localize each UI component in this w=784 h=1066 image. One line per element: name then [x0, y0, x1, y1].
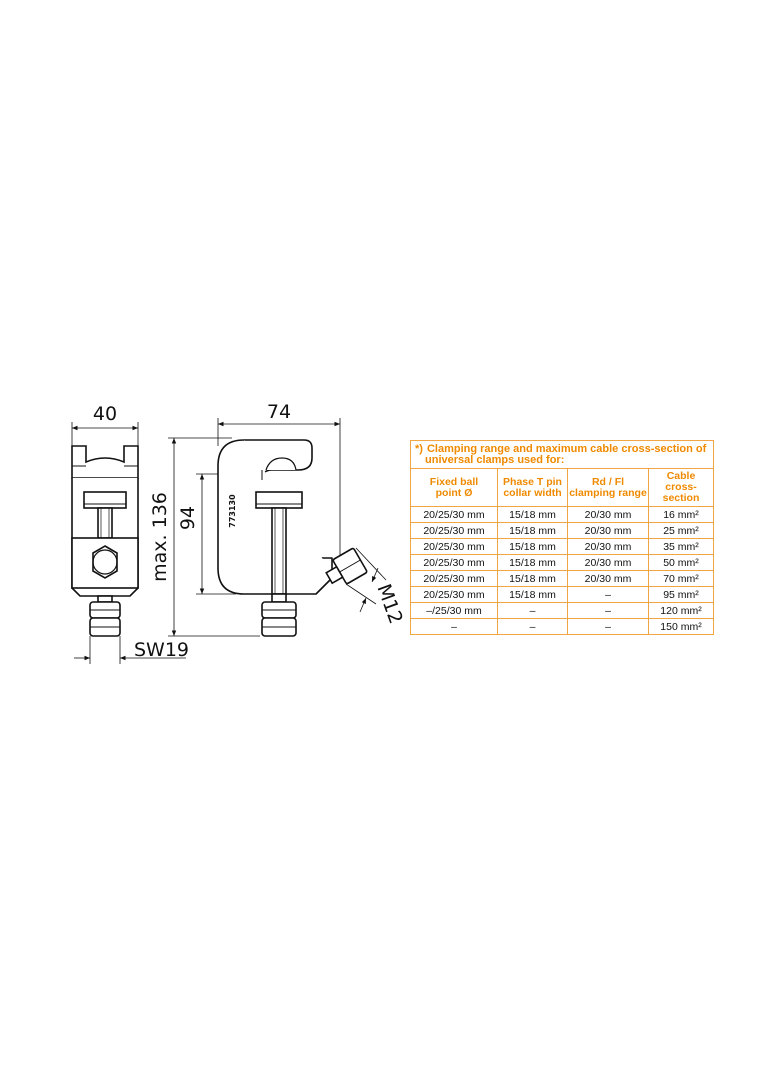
table-cell: – [410, 618, 498, 635]
table-row: – – – 150 mm² [410, 618, 714, 635]
table-cell: – [567, 602, 649, 619]
part-number-label: 773130 [228, 494, 237, 528]
clamping-range-table: *)Clamping range and maximum cable cross… [410, 440, 714, 635]
table-cell: 15/18 mm [497, 586, 568, 603]
table-cell: 20/25/30 mm [410, 538, 498, 555]
dim-jaw-height: 94 [177, 506, 199, 530]
table-cell: – [567, 618, 649, 635]
table-cell: – [497, 618, 568, 635]
dim-front-width: 40 [93, 403, 117, 425]
header-cable-section: Cable cross-section [648, 468, 714, 507]
table-cell: 120 mm² [648, 602, 714, 619]
table-row: 20/25/30 mm 15/18 mm 20/30 mm 50 mm² [410, 554, 714, 571]
table-row: –/25/30 mm – – 120 mm² [410, 602, 714, 619]
table-cell: 20/25/30 mm [410, 554, 498, 571]
dim-thread: M12 [372, 581, 407, 627]
front-view [71, 422, 186, 664]
table-title: *)Clamping range and maximum cable cross… [410, 440, 714, 469]
table-cell: 20/30 mm [567, 570, 649, 587]
table-cell: 25 mm² [648, 522, 714, 539]
table-row: 20/25/30 mm 15/18 mm – 95 mm² [410, 586, 714, 603]
table-cell: 20/25/30 mm [410, 506, 498, 523]
table-row: 20/25/30 mm 15/18 mm 20/30 mm 35 mm² [410, 538, 714, 555]
table-cell: 15/18 mm [497, 522, 568, 539]
table-cell: 20/30 mm [567, 538, 649, 555]
dim-side-width: 74 [267, 401, 291, 423]
table-cell: 15/18 mm [497, 570, 568, 587]
table-cell: 95 mm² [648, 586, 714, 603]
table-cell: 70 mm² [648, 570, 714, 587]
table-cell: 20/30 mm [567, 522, 649, 539]
title-line-2: universal clamps used for: [425, 454, 565, 466]
table-cell: – [567, 586, 649, 603]
table-cell: 35 mm² [648, 538, 714, 555]
dim-wrench: SW19 [134, 639, 189, 661]
table-title-row: *)Clamping range and maximum cable cross… [410, 440, 714, 469]
table-cell: 16 mm² [648, 506, 714, 523]
title-marker: *) [415, 443, 423, 455]
table-cell: 20/30 mm [567, 506, 649, 523]
table-cell: –/25/30 mm [410, 602, 498, 619]
table-cell: 15/18 mm [497, 554, 568, 571]
side-view [168, 418, 387, 637]
table-cell: 50 mm² [648, 554, 714, 571]
table-cell: 15/18 mm [497, 506, 568, 523]
table-row: 20/25/30 mm 15/18 mm 20/30 mm 70 mm² [410, 570, 714, 587]
table-cell: – [497, 602, 568, 619]
table-cell: 20/25/30 mm [410, 522, 498, 539]
dim-max-height: max. 136 [149, 492, 171, 582]
table-cell: 20/25/30 mm [410, 570, 498, 587]
table-cell: 20/25/30 mm [410, 586, 498, 603]
table-cell: 150 mm² [648, 618, 714, 635]
table-cell: 15/18 mm [497, 538, 568, 555]
table-row: 20/25/30 mm 15/18 mm 20/30 mm 16 mm² [410, 506, 714, 523]
table-cell: 20/30 mm [567, 554, 649, 571]
title-line-1: Clamping range and maximum cable cross-s… [426, 443, 707, 455]
table-row: 20/25/30 mm 15/18 mm 20/30 mm 25 mm² [410, 522, 714, 539]
